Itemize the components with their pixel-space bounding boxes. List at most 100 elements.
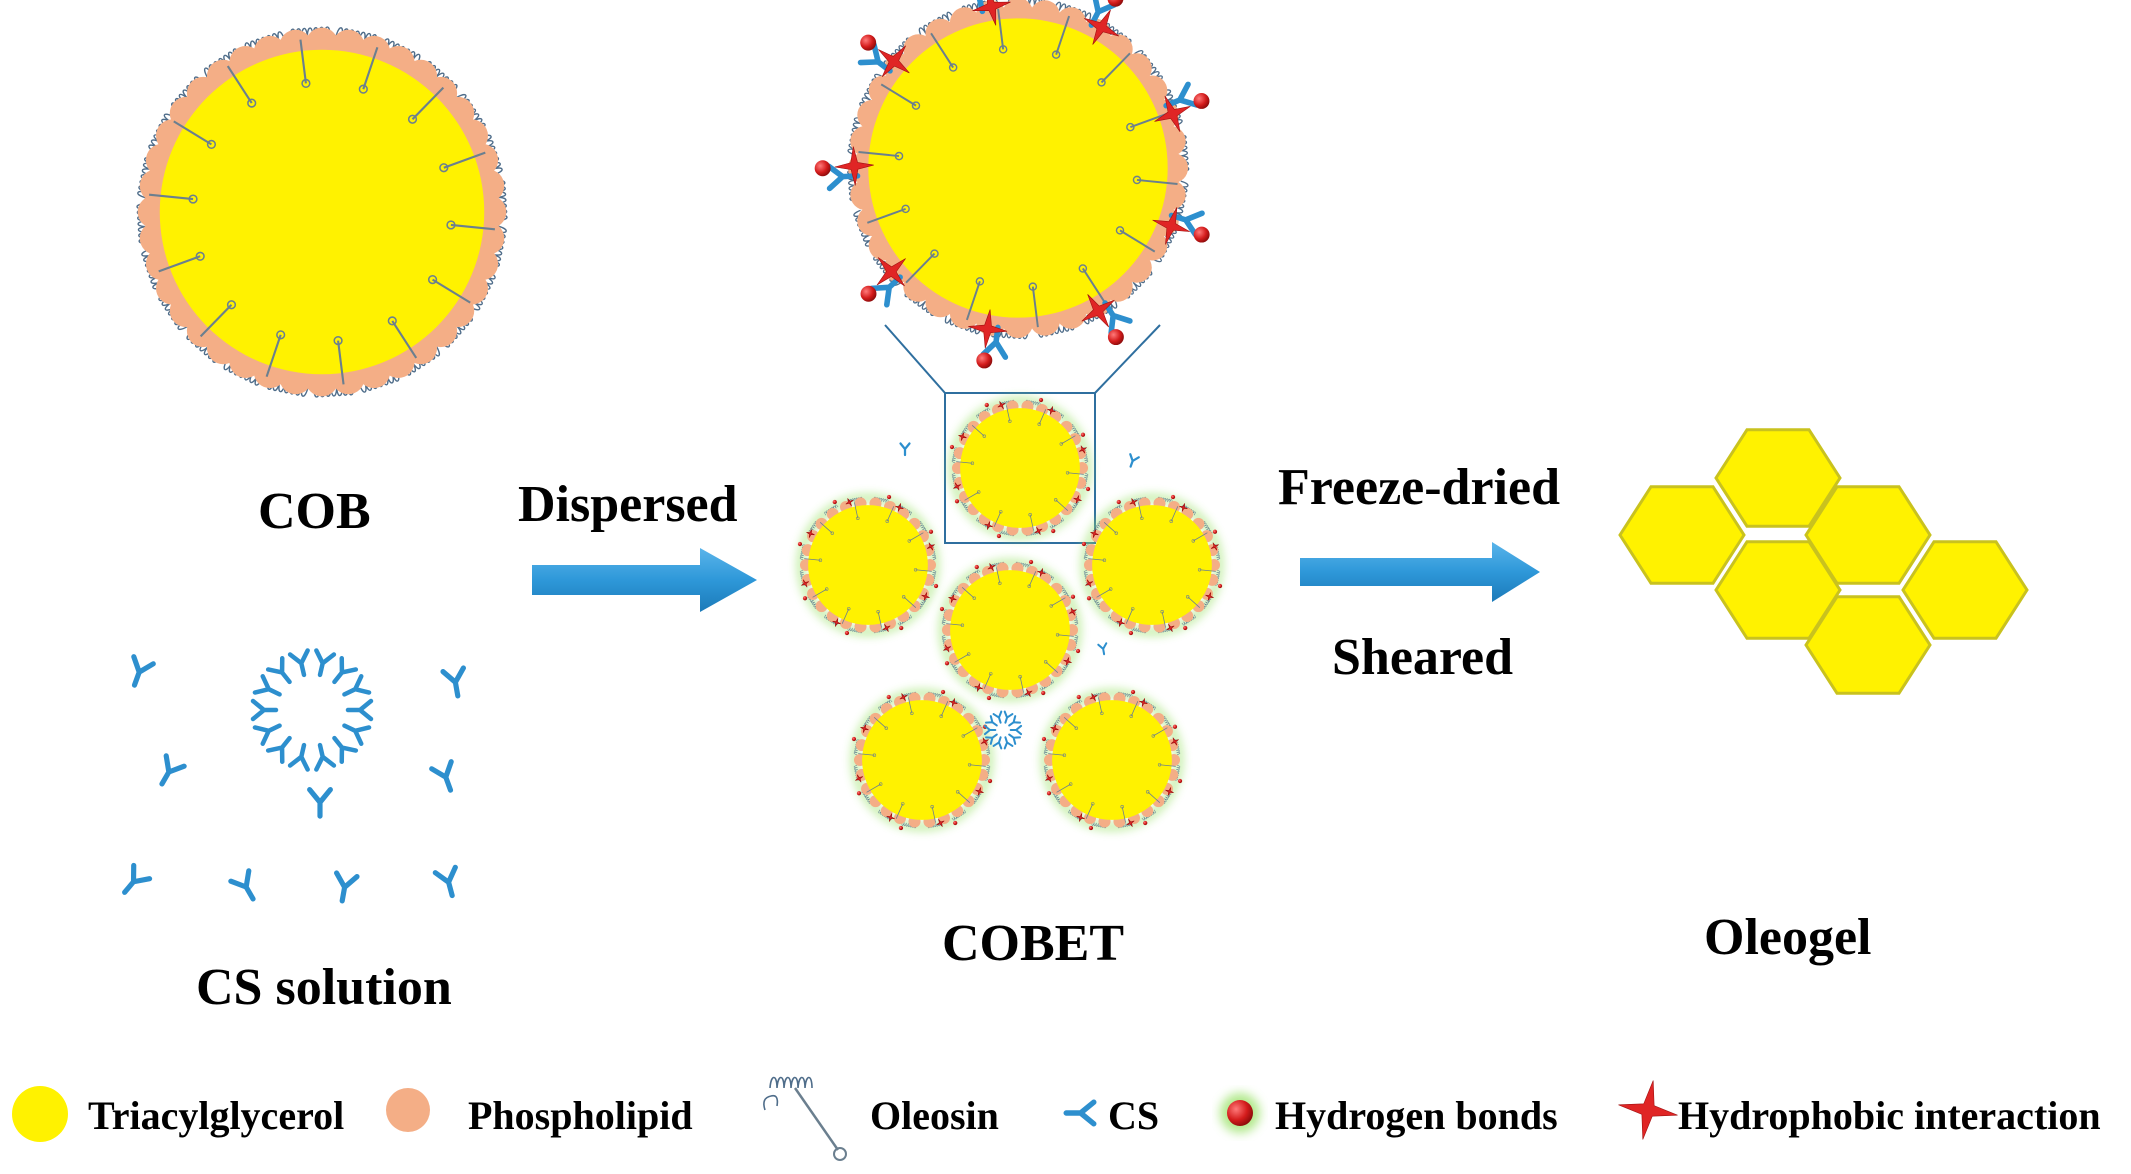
hydrophobic-star-icon: [801, 579, 810, 588]
hydrogen-bond-dot: [1081, 541, 1087, 547]
oleosin-stem-end: [1065, 471, 1070, 475]
hydrophobic-star-icon: [1126, 818, 1135, 827]
cobet-enlarged-droplet: [814, 0, 1210, 369]
oleosin-stem-end: [972, 596, 977, 600]
cs-molecule-icon: [429, 759, 454, 793]
oleosin-stem-end: [1078, 264, 1088, 273]
hydrogen-bond-dot: [856, 791, 862, 796]
oleosin-stem-end: [1028, 282, 1038, 291]
oleosin-stem-end: [1151, 734, 1156, 738]
oleosin-stem: [432, 278, 471, 304]
oleosin-stem: [450, 223, 495, 231]
hydrogen-bond-dot: [1086, 596, 1092, 601]
cs-molecule-icon: [1097, 642, 1108, 656]
hydrophobic-star-icon: [1081, 294, 1115, 328]
sheared-label: Sheared: [1332, 629, 1514, 686]
oleosin-stem: [299, 39, 307, 84]
hydrophobic-star-icon: [1116, 618, 1125, 627]
hydrophobic-star-icon: [1152, 207, 1190, 245]
oleosin-stem-end: [1043, 660, 1048, 664]
hydrogen-bond-dot: [928, 529, 934, 534]
cs-molecule-icon: [265, 656, 292, 685]
oleosin-stem-end: [1100, 711, 1104, 715]
oleosin-stem: [411, 86, 445, 120]
hydrogen-bond-dot: [984, 402, 989, 408]
hydrogen-bond-dot: [939, 606, 945, 612]
hydrogen-bond-dot: [860, 285, 877, 302]
zoom-indicator: [884, 324, 1161, 544]
oleosin-stem-end: [830, 531, 835, 535]
legend-label-oleosin: Oleosin: [870, 1093, 999, 1138]
cs-solution-illustration: [122, 648, 466, 904]
oleosin-stem: [930, 32, 954, 69]
oleosin-stem-end: [1059, 442, 1064, 446]
oleosin-stem-end: [1169, 519, 1173, 523]
oleosin-stem: [1100, 52, 1131, 84]
oleosin-stem-end: [301, 78, 311, 89]
oleosin-stem-end: [1055, 633, 1060, 637]
hydrophobic-star-icon: [1129, 498, 1138, 507]
oleosin-stem: [1121, 806, 1127, 823]
oleosin-stem-end: [1053, 498, 1058, 502]
oleosin-stem: [963, 727, 978, 737]
oleosin-stem-end: [1068, 782, 1073, 786]
oleosin-stem: [1082, 267, 1106, 304]
oleosin-stem: [995, 567, 1001, 584]
oleosin-stem: [931, 806, 937, 823]
hydrogen-bond-dot: [844, 630, 850, 636]
legend-label-cs: CS: [1108, 1093, 1160, 1138]
freeze-dried-label: Freeze-dried: [1278, 459, 1560, 516]
oleosin-stem: [1056, 783, 1071, 793]
oleosin-stem-end: [847, 607, 851, 611]
oleosin-stem: [1096, 588, 1111, 598]
oleogel-hexagon-cell: [1804, 485, 1932, 585]
oleosin-stem-end: [955, 790, 960, 794]
cs-molecule-icon: [332, 656, 359, 685]
hydrogen-bond-dot: [1070, 594, 1076, 599]
hydrophobic-star-icon: [1034, 526, 1043, 535]
cs-molecule-icon: [342, 674, 372, 697]
hydrophobic-star-icon: [878, 45, 910, 78]
oleosin-stem: [983, 673, 992, 689]
oleosin-stem: [804, 558, 821, 561]
hydrophobic-star-icon: [1073, 495, 1082, 504]
oleosin-stem-end: [276, 330, 286, 340]
hydrogen-bond-dot: [898, 825, 904, 831]
hydrophobic-star-icon: [886, 813, 895, 822]
oleosin-stem: [337, 340, 345, 385]
oleosin-stem-end: [195, 251, 205, 261]
oleosin-stem-end: [1027, 584, 1031, 588]
hydrophobic-star-icon: [1210, 542, 1219, 551]
cs-molecule-icon: [159, 753, 187, 787]
hydrophobic-star-icon: [1084, 9, 1120, 45]
oleosin-stem-end: [885, 519, 889, 523]
cs-molecule-icon: [228, 868, 256, 902]
oleosin-stem-end: [930, 249, 939, 258]
hydrophobic-star-icon: [975, 787, 984, 796]
hydrogen-bond-dot: [1038, 397, 1044, 403]
oleosin-stem-end: [427, 274, 438, 285]
oleosin-stem: [1130, 701, 1139, 717]
oleosin-stem: [1055, 15, 1071, 55]
oleosin-stem-end: [1018, 675, 1022, 679]
oleosin-stem-end: [247, 98, 257, 108]
oleosin-stem-end: [1126, 122, 1135, 132]
oleosin-stem: [1055, 499, 1069, 511]
legend-label-hydrogen-bonds: Hydrogen bonds: [1275, 1093, 1558, 1138]
hydrogen-bond-dot: [953, 820, 958, 826]
cs-molecule-icon: [992, 736, 1003, 750]
hydrophobic-star-icon: [958, 432, 967, 441]
cs-molecule-icon: [983, 724, 997, 736]
hydrogen-bond-dot: [949, 444, 955, 450]
hydrogen-bond-dot: [944, 661, 950, 666]
oleosin-stem: [858, 151, 900, 158]
hydrophobic-star-icon: [876, 257, 906, 287]
hydrophobic-star-icon: [1068, 607, 1077, 616]
legend-icon-hydrogen-bonds: [1220, 1093, 1260, 1133]
cs-molecule-icon: [122, 862, 153, 895]
oleosin-stem-end: [966, 652, 971, 656]
oleosin-stem: [873, 717, 887, 729]
oleosin-stem-end: [967, 763, 972, 767]
oleosin-stem: [895, 803, 904, 819]
cs-molecule-icon: [252, 674, 282, 697]
